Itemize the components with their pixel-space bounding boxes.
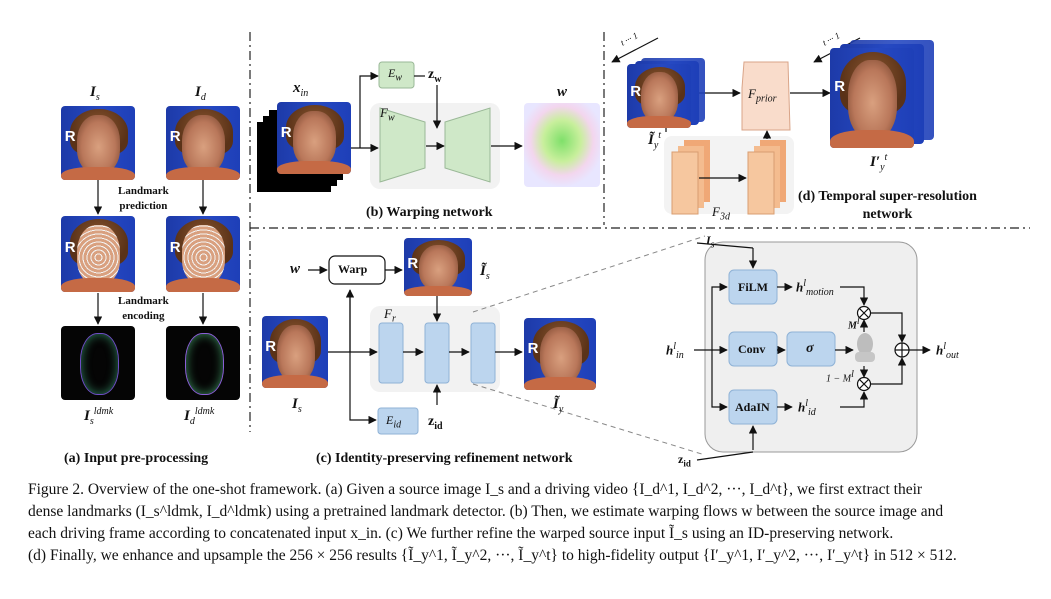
label-z-id-c: zid xyxy=(428,414,443,432)
label-x-in: xin xyxy=(293,80,309,99)
F_r-block-3 xyxy=(470,322,496,384)
F_r-block-1 xyxy=(378,322,404,384)
inset-label-h-in: hlin xyxy=(666,341,684,361)
panel-d-title: (d) Temporal super-resolution network xyxy=(798,189,977,222)
encoder-shape xyxy=(379,107,426,183)
label-F-r: Fr xyxy=(384,306,396,325)
label-F-w: Fw xyxy=(380,105,395,124)
label-I-s: Is xyxy=(90,84,100,103)
caption-line-1: Figure 2. Overview of the one-shot frame… xyxy=(28,481,923,498)
adain-label: AdaIN xyxy=(735,400,770,414)
source-landmark-map xyxy=(61,326,135,400)
label-E-id: Eid xyxy=(386,413,402,431)
E_id-box xyxy=(377,407,419,435)
inset-label-z-id: zid xyxy=(678,452,691,469)
label-I-y-tilde: Ĩy xyxy=(553,396,564,415)
F_r-block-2 xyxy=(424,322,450,384)
label-F-3d: F3d xyxy=(712,204,730,223)
panel-a-title: (a) Input pre-processing xyxy=(64,451,209,466)
warping-flow-image xyxy=(524,103,600,187)
inset-label-h-id: hlid xyxy=(798,398,816,418)
warp-label: Warp xyxy=(338,262,368,276)
refined-output-image: R xyxy=(524,318,596,390)
highres-stack: R xyxy=(830,40,935,150)
warped-source-image: R xyxy=(404,238,472,296)
source-landmark-overlay: R xyxy=(61,216,135,292)
panel-b-title: (b) Warping network xyxy=(366,205,493,220)
label-I-y-tilde-t: Ĩyt xyxy=(648,130,662,151)
caption-line-4: (d) Finally, we enhance and upsample the… xyxy=(28,547,957,564)
source-image: R xyxy=(61,106,135,180)
driving-landmark-map xyxy=(166,326,240,400)
sigma-box xyxy=(786,331,836,367)
conv-label: Conv xyxy=(738,342,766,356)
F_prior-box xyxy=(741,61,791,131)
label-E-w: Ew xyxy=(388,66,403,84)
decoder-shape xyxy=(444,107,491,183)
label-I-prime: I′yt xyxy=(870,152,888,173)
label-w: w xyxy=(557,84,568,100)
label-I-d-ldmk: Idldmk xyxy=(184,406,215,427)
F_3d-blocks xyxy=(671,140,786,215)
driving-landmark-overlay: R xyxy=(166,216,240,292)
landmark-prediction-label: Landmark prediction xyxy=(118,185,169,212)
caption-line-3: each driving frame according to concaten… xyxy=(28,525,894,542)
label-I-s-ldmk: Isldmk xyxy=(84,406,114,427)
sigma-label: σ xyxy=(806,341,814,356)
mask-silhouette xyxy=(855,333,875,362)
lowres-stack: R xyxy=(627,58,707,128)
inset-label-h-out: hlout xyxy=(936,341,959,361)
refinement-source-image: R xyxy=(262,316,328,388)
framework-figure: R R R R R R R R R xyxy=(61,30,1030,469)
landmark-encoding-label: Landmark encoding xyxy=(118,295,169,322)
conv-box xyxy=(728,331,778,367)
E_w-box xyxy=(378,61,415,89)
figure-diagram xyxy=(93,32,1030,461)
panel-c-title: (c) Identity-preserving refinement netwo… xyxy=(316,451,573,466)
label-I-s-c: Is xyxy=(292,396,302,415)
input-stack: R xyxy=(253,100,351,195)
label-w-c: w xyxy=(290,261,301,277)
label-F-prior: Fprior xyxy=(748,86,777,105)
driving-image: R xyxy=(166,106,240,180)
figure-caption: Figure 2. Overview of the one-shot frame… xyxy=(28,479,1028,567)
label-I-s-tilde: Ĩs xyxy=(480,263,490,282)
label-z-w: zw xyxy=(428,67,442,85)
inset-label-M: Ml xyxy=(848,316,860,332)
inset-label-h-motion: hlmotion xyxy=(796,278,834,298)
inset-label-I-s: Is xyxy=(706,233,715,251)
inset-label-one-minus-M: 1 − Ml xyxy=(826,369,854,385)
film-label: FiLM xyxy=(738,280,768,294)
label-I-d: Id xyxy=(195,84,206,103)
caption-line-2: dense landmarks (I_s^ldmk, I_d^ldmk) usi… xyxy=(28,503,944,520)
